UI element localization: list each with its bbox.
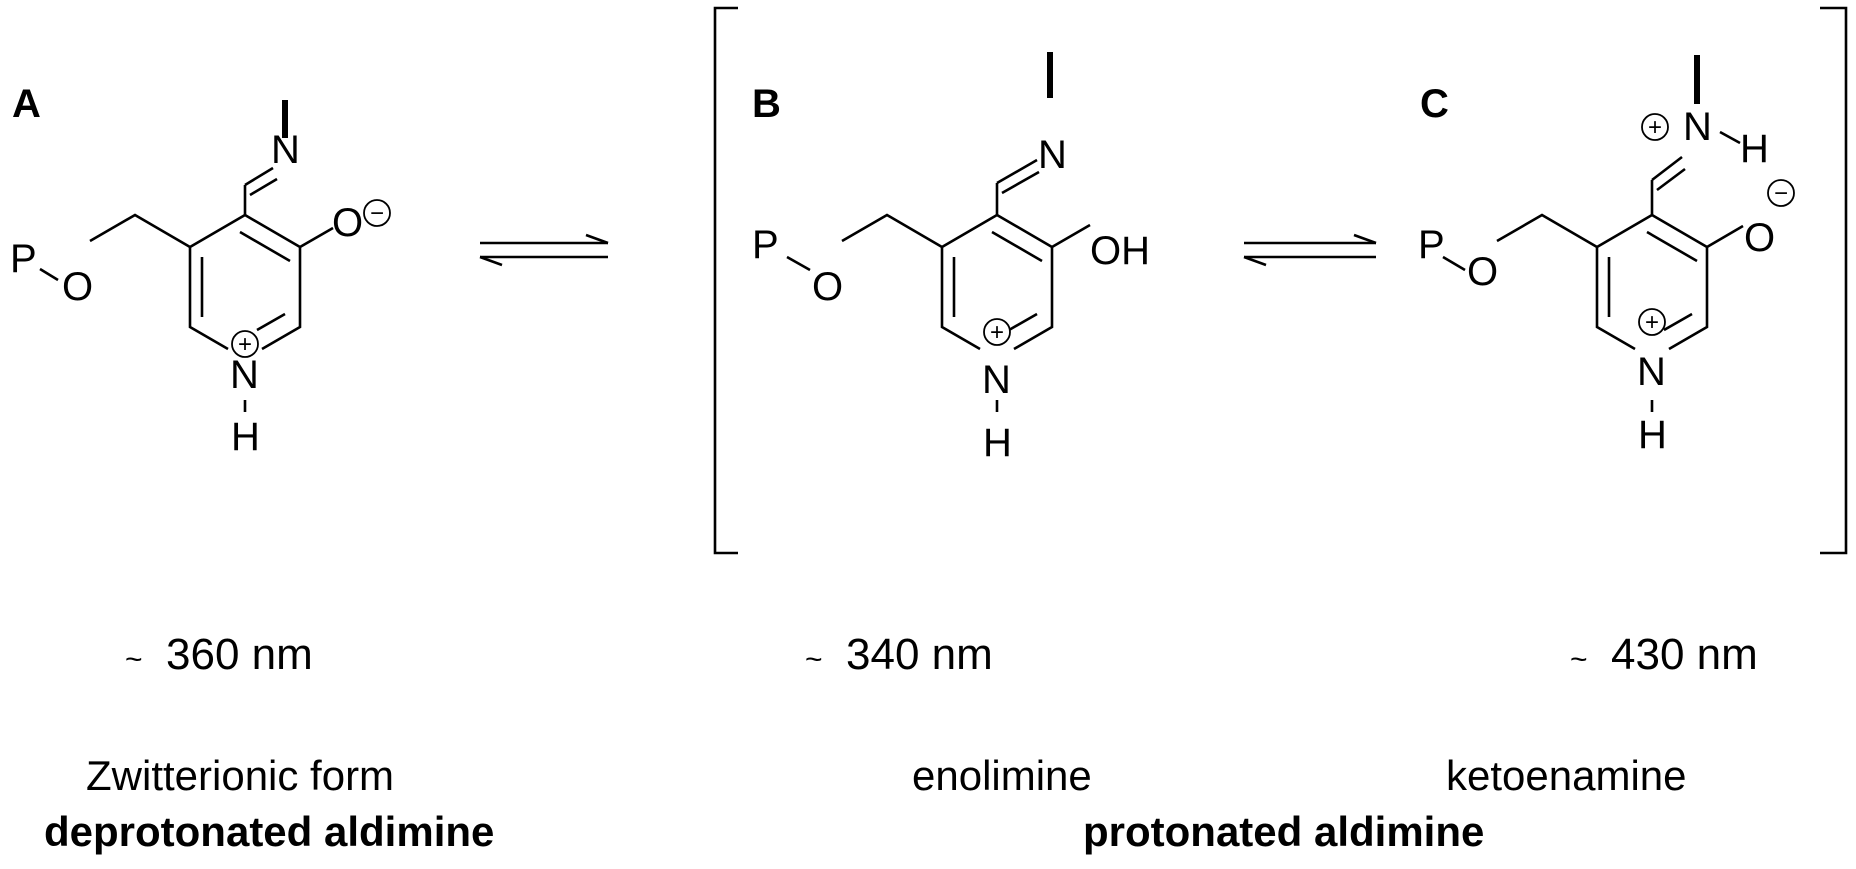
wavelength-c: 430 nm [1611, 630, 1758, 679]
atom-b-phosphorus: P [752, 223, 779, 267]
form-name-b: enolimine [912, 752, 1092, 799]
atom-a-phenolate-oxygen: O [332, 201, 363, 245]
equilibrium-arrow-a-b [479, 233, 609, 267]
atom-c-phosphorus: P [1418, 223, 1445, 267]
atom-a-ring-hydrogen: H [231, 415, 260, 459]
charge-c-iminium: + [1648, 114, 1662, 141]
wavelength-a: 360 nm [166, 630, 313, 679]
molecule-a-label: A [12, 82, 41, 126]
group-label-protonated: protonated aldimine [1083, 808, 1484, 855]
atom-c-ring-hydrogen: H [1638, 413, 1667, 457]
atom-b-ring-hydrogen: H [983, 421, 1012, 465]
right-bracket [1820, 6, 1848, 555]
charge-c-phenolate: − [1774, 180, 1788, 207]
group-labels: deprotonated aldimine protonated aldimin… [44, 808, 1484, 855]
wavelength-b: 340 nm [846, 630, 993, 679]
atom-a-ether-oxygen: O [62, 265, 93, 309]
left-bracket [713, 6, 738, 555]
atom-b-imine-nitrogen: N [1038, 133, 1067, 177]
group-label-deprotonated: deprotonated aldimine [44, 808, 494, 855]
wavelength-c-tilde: ~ [1570, 643, 1588, 676]
form-name-c: ketoenamine [1446, 752, 1687, 799]
form-names: Zwitterionic form enolimine ketoenamine [86, 752, 1687, 799]
charge-c-pyridinium: + [1645, 309, 1659, 336]
atom-a-imine-nitrogen: N [271, 128, 300, 172]
atom-b-hydroxyl: OH [1090, 229, 1150, 273]
wavelength-a-tilde: ~ [125, 643, 143, 676]
molecule-c-label: C [1420, 82, 1449, 126]
molecule-c: C P O O N H N H + − + [1418, 55, 1795, 457]
molecule-a: A P O O N N H − + [10, 82, 391, 459]
charge-b-pyridinium: + [990, 319, 1004, 346]
atom-a-ring-nitrogen: N [230, 353, 259, 397]
atom-b-ring-nitrogen: N [982, 358, 1011, 402]
atom-c-iminium-hydrogen: H [1740, 127, 1769, 171]
wavelength-b-tilde: ~ [805, 643, 823, 676]
atom-c-ether-oxygen: O [1467, 250, 1498, 294]
charge-a-phenolate: − [370, 200, 384, 227]
atom-b-ether-oxygen: O [812, 265, 843, 309]
absorption-maxima: ~ 360 nm ~ 340 nm ~ 430 nm [125, 630, 1758, 679]
equilibrium-arrow-b-c [1243, 233, 1377, 267]
form-name-a: Zwitterionic form [86, 752, 394, 799]
charge-a-pyridinium: + [238, 331, 252, 358]
molecule-b: B P O OH N N H + [752, 52, 1150, 465]
atom-c-ring-nitrogen: N [1637, 350, 1666, 394]
atom-c-iminium-nitrogen: N [1683, 105, 1712, 149]
atom-c-phenolate-oxygen: O [1744, 216, 1775, 260]
atom-a-phosphorus: P [10, 237, 37, 281]
molecule-b-label: B [752, 82, 781, 126]
